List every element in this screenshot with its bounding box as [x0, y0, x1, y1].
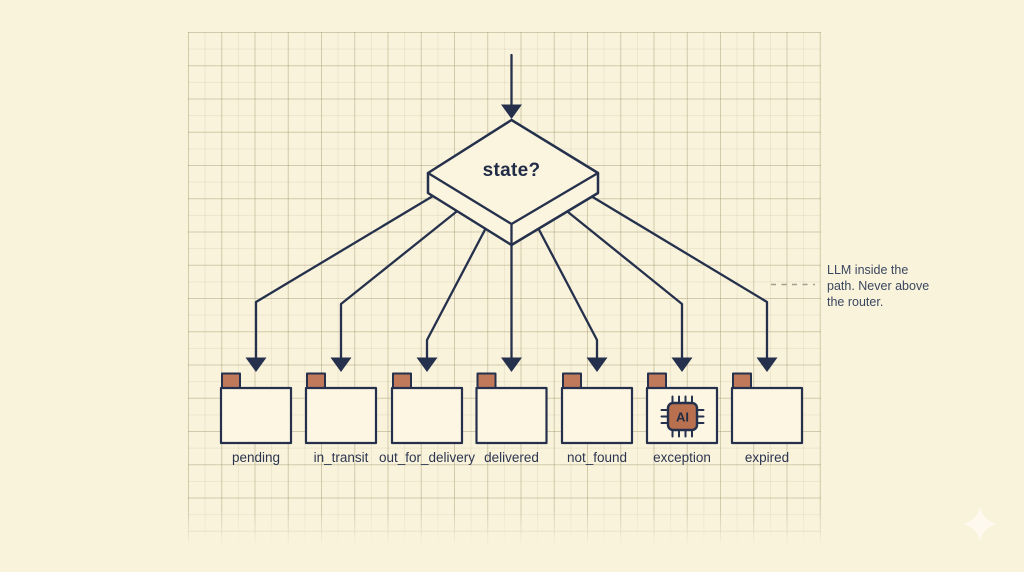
branch-arrow-in-transit: [330, 206, 463, 372]
annotation-line-2: path. Never above: [827, 279, 930, 293]
folder-label: not_found: [567, 450, 627, 465]
folder-out-for-delivery: out_for_delivery: [379, 372, 475, 465]
folder-exception: AI exception: [645, 372, 719, 465]
branch-arrow-out-for-delivery: [416, 222, 490, 372]
folder-label: exception: [653, 450, 711, 465]
folder-label: in_transit: [314, 450, 369, 465]
annotation-line-1: LLM inside the: [827, 263, 909, 277]
folder-label: expired: [745, 450, 789, 465]
branch-arrow-delivered: [501, 230, 522, 372]
branch-arrow-pending: [245, 191, 440, 372]
folder-delivered: delivered: [475, 372, 548, 465]
folder-label: out_for_delivery: [379, 450, 475, 465]
annotation-line-3: the router.: [827, 295, 884, 309]
branch-arrows: [245, 191, 778, 372]
folder-expired: expired: [730, 372, 804, 465]
branch-arrow-expired: [584, 191, 778, 372]
folder-in-transit: in_transit: [304, 372, 378, 465]
folder-pending: pending: [219, 372, 293, 465]
state-folders: pending in_transit out_for_delivery deli…: [219, 372, 804, 465]
folder-not-found: not_found: [560, 372, 634, 465]
ai-chip-label: AI: [676, 410, 689, 425]
router-diamond: state?: [426, 118, 600, 247]
router-label: state?: [483, 160, 541, 181]
folder-label: pending: [232, 450, 280, 465]
sparkle-watermark-icon: [963, 507, 997, 541]
branch-arrow-exception: [561, 206, 693, 372]
incoming-arrow: [501, 53, 522, 119]
grid-paper: [188, 32, 821, 549]
ai-chip-icon: AI: [660, 395, 705, 438]
annotation-note: LLM inside the path. Never above the rou…: [827, 262, 945, 310]
folder-label: delivered: [484, 450, 539, 465]
branch-arrow-not-found: [534, 222, 608, 372]
